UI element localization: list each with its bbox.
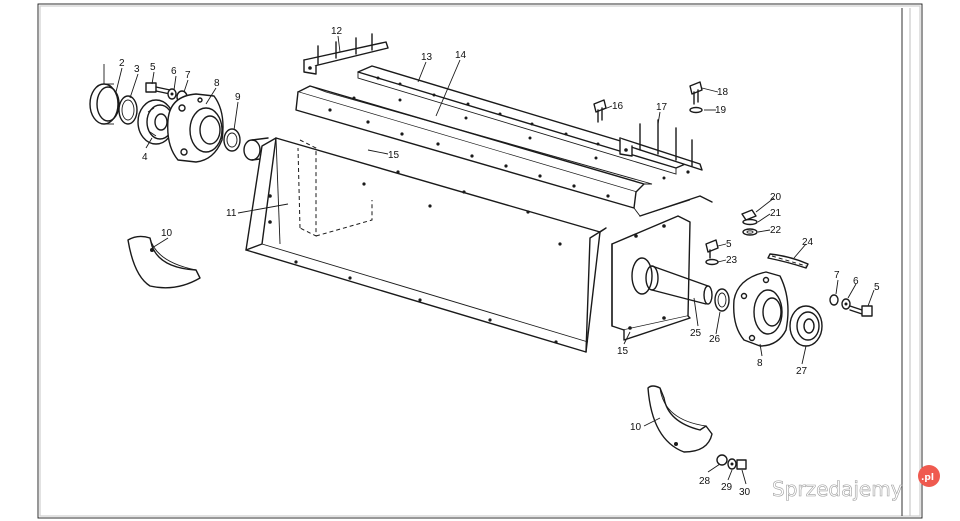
callout-23: 23 <box>726 255 738 266</box>
callout-8-left: 8 <box>214 78 220 89</box>
part-23-washer <box>705 258 719 266</box>
part-13-flat-strip <box>352 65 691 180</box>
callout-4: 4 <box>142 152 148 163</box>
part-6-lock-washer <box>167 88 177 100</box>
callout-28: 28 <box>699 476 711 487</box>
part-10-half-shell-left <box>127 235 201 289</box>
callout-9: 9 <box>235 92 241 103</box>
callout-7-right: 7 <box>834 270 840 281</box>
part-30-nut <box>736 459 747 470</box>
left-shaft-stub <box>243 137 269 161</box>
callout-10-right: 10 <box>630 422 642 433</box>
part-27-bearing <box>789 305 823 347</box>
callout-14: 14 <box>455 50 467 61</box>
part-11-trough-frame <box>245 137 607 353</box>
callout-17: 17 <box>656 102 668 113</box>
callout-29: 29 <box>721 482 733 493</box>
callout-5-mid: 5 <box>726 239 732 250</box>
part-29-lock-washer <box>727 458 737 470</box>
part-4-bearing <box>137 99 175 145</box>
callout-6-right: 6 <box>853 276 859 287</box>
part-26-spacer-ring <box>714 288 730 312</box>
callout-22: 22 <box>770 225 782 236</box>
callout-24: 24 <box>802 237 814 248</box>
callout-26: 26 <box>709 334 721 345</box>
callout-2: 2 <box>119 58 125 69</box>
callout-11: 11 <box>226 208 237 219</box>
part-10-half-shell-right <box>647 385 713 453</box>
callout-25: 25 <box>690 328 702 339</box>
watermark-badge <box>918 465 940 487</box>
part-18-bolt <box>689 81 703 105</box>
part-28-washer <box>716 454 728 466</box>
watermark-badge-text: .pl <box>921 473 934 483</box>
part-7-right-washer <box>829 294 839 306</box>
callout-5-left: 5 <box>150 62 156 73</box>
part-14-channel-rail <box>295 85 713 217</box>
callout-6-left: 6 <box>171 66 177 77</box>
part-22-washer <box>742 228 758 236</box>
part-17-right-bracket <box>619 119 703 174</box>
page-frame <box>37 3 923 519</box>
part-9-seal-ring <box>223 128 241 152</box>
callout-8-right: 8 <box>757 358 763 369</box>
part-5-bolt <box>145 82 171 95</box>
right-shaft <box>631 257 713 305</box>
callout-3: 3 <box>134 64 140 75</box>
rail-holes <box>328 108 610 198</box>
callout-13: 13 <box>421 52 433 63</box>
part-19-washer <box>689 106 703 114</box>
callout-5-right: 5 <box>874 282 880 293</box>
callout-12: 12 <box>331 26 343 37</box>
part-5-right-bolt <box>849 305 873 317</box>
callout-labels: 2 3 4 5 6 7 8 9 10 11 12 13 14 15 16 17 … <box>119 26 880 498</box>
part-6-right-lock-washer <box>841 298 851 310</box>
part-8-flange-housing <box>167 93 224 163</box>
callout-30: 30 <box>739 487 751 498</box>
part-20-nut <box>741 209 757 221</box>
callout-20: 20 <box>770 192 782 203</box>
left-bearing-assembly <box>89 82 269 163</box>
callout-19: 19 <box>715 105 727 116</box>
callout-16: 16 <box>612 101 624 112</box>
callout-7-left: 7 <box>185 70 191 81</box>
callout-21: 21 <box>770 208 782 219</box>
part-3-circlip <box>118 95 138 125</box>
part-12-angle-bracket <box>303 33 389 75</box>
callout-18: 18 <box>717 87 729 98</box>
part-16-bolt <box>593 99 607 123</box>
leader-lines <box>103 35 875 485</box>
watermark: Sprzedajemy .pl <box>772 465 940 501</box>
part-1-end-cap <box>89 83 120 125</box>
strip-holes <box>376 76 600 146</box>
part-21-washer <box>742 218 758 226</box>
part-8-right-flange-housing <box>733 271 789 347</box>
callout-27: 27 <box>796 366 808 377</box>
callout-15-lower: 15 <box>617 346 629 357</box>
trough-holes <box>268 170 562 344</box>
callout-10-left: 10 <box>161 228 173 239</box>
part-24-key-strip <box>767 253 809 269</box>
callout-15-upper: 15 <box>388 150 400 161</box>
watermark-text: Sprzedajemy <box>772 477 903 501</box>
part-5-mid-bolt <box>705 239 719 259</box>
